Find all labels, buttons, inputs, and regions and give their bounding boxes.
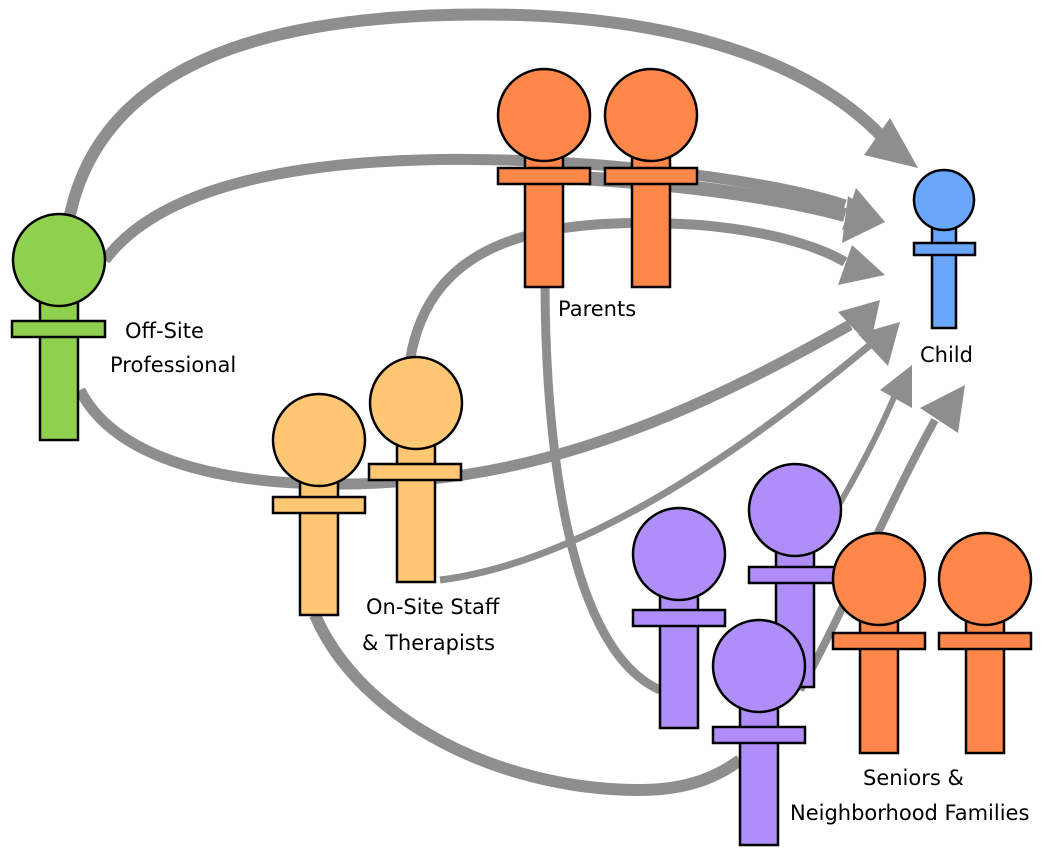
arrow-onsite-to-child-upper bbox=[405, 218, 848, 361]
offsite-label-line1: Off-Site bbox=[125, 319, 204, 343]
arrowhead-icon bbox=[838, 245, 885, 285]
neighbor-purple-figure-1 bbox=[631, 506, 727, 730]
arrowhead-icon bbox=[864, 118, 918, 168]
arrowhead-icon bbox=[880, 365, 912, 408]
arrow-offsite-to-child-mid bbox=[100, 153, 847, 264]
arrow-onsite-to-child bbox=[439, 342, 873, 584]
arrowhead-icon bbox=[920, 385, 965, 433]
arrowhead-icon bbox=[842, 196, 885, 243]
arrow-parents-to-seniors bbox=[540, 279, 662, 695]
onsite-staff-figure-2 bbox=[367, 355, 464, 584]
arrowhead-icon bbox=[858, 322, 900, 366]
child-figure bbox=[912, 168, 977, 330]
offsite-professional-figure bbox=[10, 212, 107, 442]
arrow-onsite-to-seniors bbox=[309, 612, 744, 797]
parent-figure-1 bbox=[496, 67, 592, 289]
neighbor-purple-figure-3 bbox=[711, 618, 807, 847]
arrow-offsite-to-child-lower bbox=[75, 320, 853, 490]
onsite-label-line1: On-Site Staff bbox=[366, 595, 500, 619]
onsite-staff-figure-1 bbox=[271, 392, 367, 617]
seniors-label-line1: Seniors & bbox=[863, 766, 964, 790]
child-label: Child bbox=[920, 343, 973, 367]
neighbor-orange-figure-2 bbox=[937, 531, 1033, 755]
onsite-label-line2: & Therapists bbox=[362, 631, 495, 655]
offsite-label-line2: Professional bbox=[110, 353, 236, 377]
neighbor-orange-figure-1 bbox=[831, 531, 927, 755]
seniors-label-line2: Neighborhood Families bbox=[790, 801, 1029, 825]
parent-figure-2 bbox=[603, 67, 699, 289]
arrow-offsite-to-child-top bbox=[62, 8, 890, 227]
parents-label: Parents bbox=[558, 297, 636, 321]
